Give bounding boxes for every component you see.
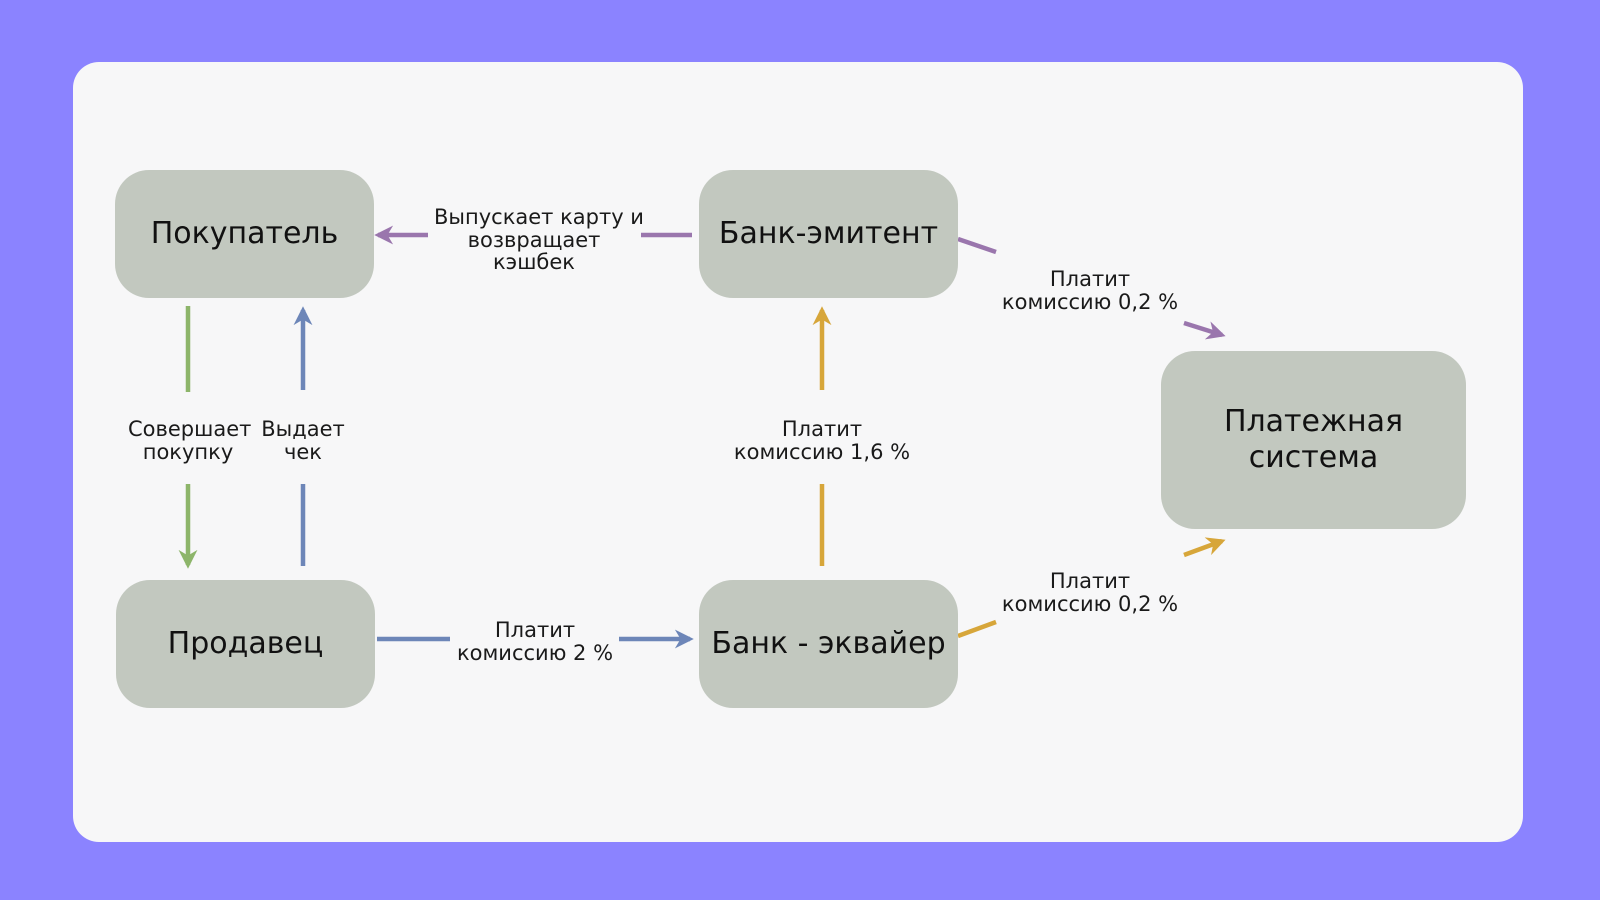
label-line: комиссию 0,2 % xyxy=(1001,591,1179,616)
node-buyer: Покупатель xyxy=(115,170,374,298)
node-acquirer-bank-label: Банк - эквайер xyxy=(711,626,946,661)
node-acquirer-bank: Банк - эквайер xyxy=(699,580,958,708)
label-line: комиссию 1,6 % xyxy=(733,439,911,464)
label-line: Платит xyxy=(781,417,863,441)
node-seller-label: Продавец xyxy=(167,626,324,661)
arrow-issuer-to-payment xyxy=(1183,320,1226,340)
label-acquirer-pays-commission-0-2: Платит комиссию 0,2 % xyxy=(995,570,1185,615)
label-makes-purchase: Совершает покупку xyxy=(128,417,252,464)
label-line: Платит xyxy=(1049,569,1131,593)
label-line: возвращает xyxy=(467,227,601,252)
label-issues-card-cashback: Выпускает карту и возвращает кэшбек xyxy=(434,205,644,275)
label-issues-receipt: Выдает чек xyxy=(258,418,348,463)
label-line: Выдает xyxy=(261,417,345,441)
label-line: Платит xyxy=(1049,267,1131,291)
label-line: чек xyxy=(283,439,322,464)
node-payment-system-label-line2: система xyxy=(1248,440,1379,475)
node-buyer-label: Покупатель xyxy=(150,216,339,251)
node-seller: Продавец xyxy=(116,580,375,708)
label-line: Выпускает карту и xyxy=(434,205,644,229)
label-pays-commission-1-6: Платит комиссию 1,6 % xyxy=(727,418,917,463)
node-issuer-bank-label: Банк-эмитент xyxy=(718,216,939,251)
label-line: Платит xyxy=(494,618,576,642)
arrow-acquirer-to-payment-tail xyxy=(957,619,997,639)
arrow-acquirer-to-payment xyxy=(1183,537,1226,558)
node-payment-system: Платежная система xyxy=(1161,351,1466,529)
arrow-issuer-to-payment-tail xyxy=(957,236,997,255)
node-payment-system-label-line1: Платежная xyxy=(1223,404,1404,439)
label-line: кэшбек xyxy=(493,250,575,275)
label-pays-commission-2: Платит комиссию 2 % xyxy=(450,619,620,664)
label-line: комиссию 0,2 % xyxy=(1001,289,1179,314)
label-line: покупку xyxy=(142,439,234,464)
label-line: комиссию 2 % xyxy=(456,640,614,665)
node-issuer-bank: Банк-эмитент xyxy=(699,170,958,298)
label-issuer-pays-commission-0-2: Платит комиссию 0,2 % xyxy=(995,268,1185,313)
label-line: Совершает xyxy=(128,417,252,441)
